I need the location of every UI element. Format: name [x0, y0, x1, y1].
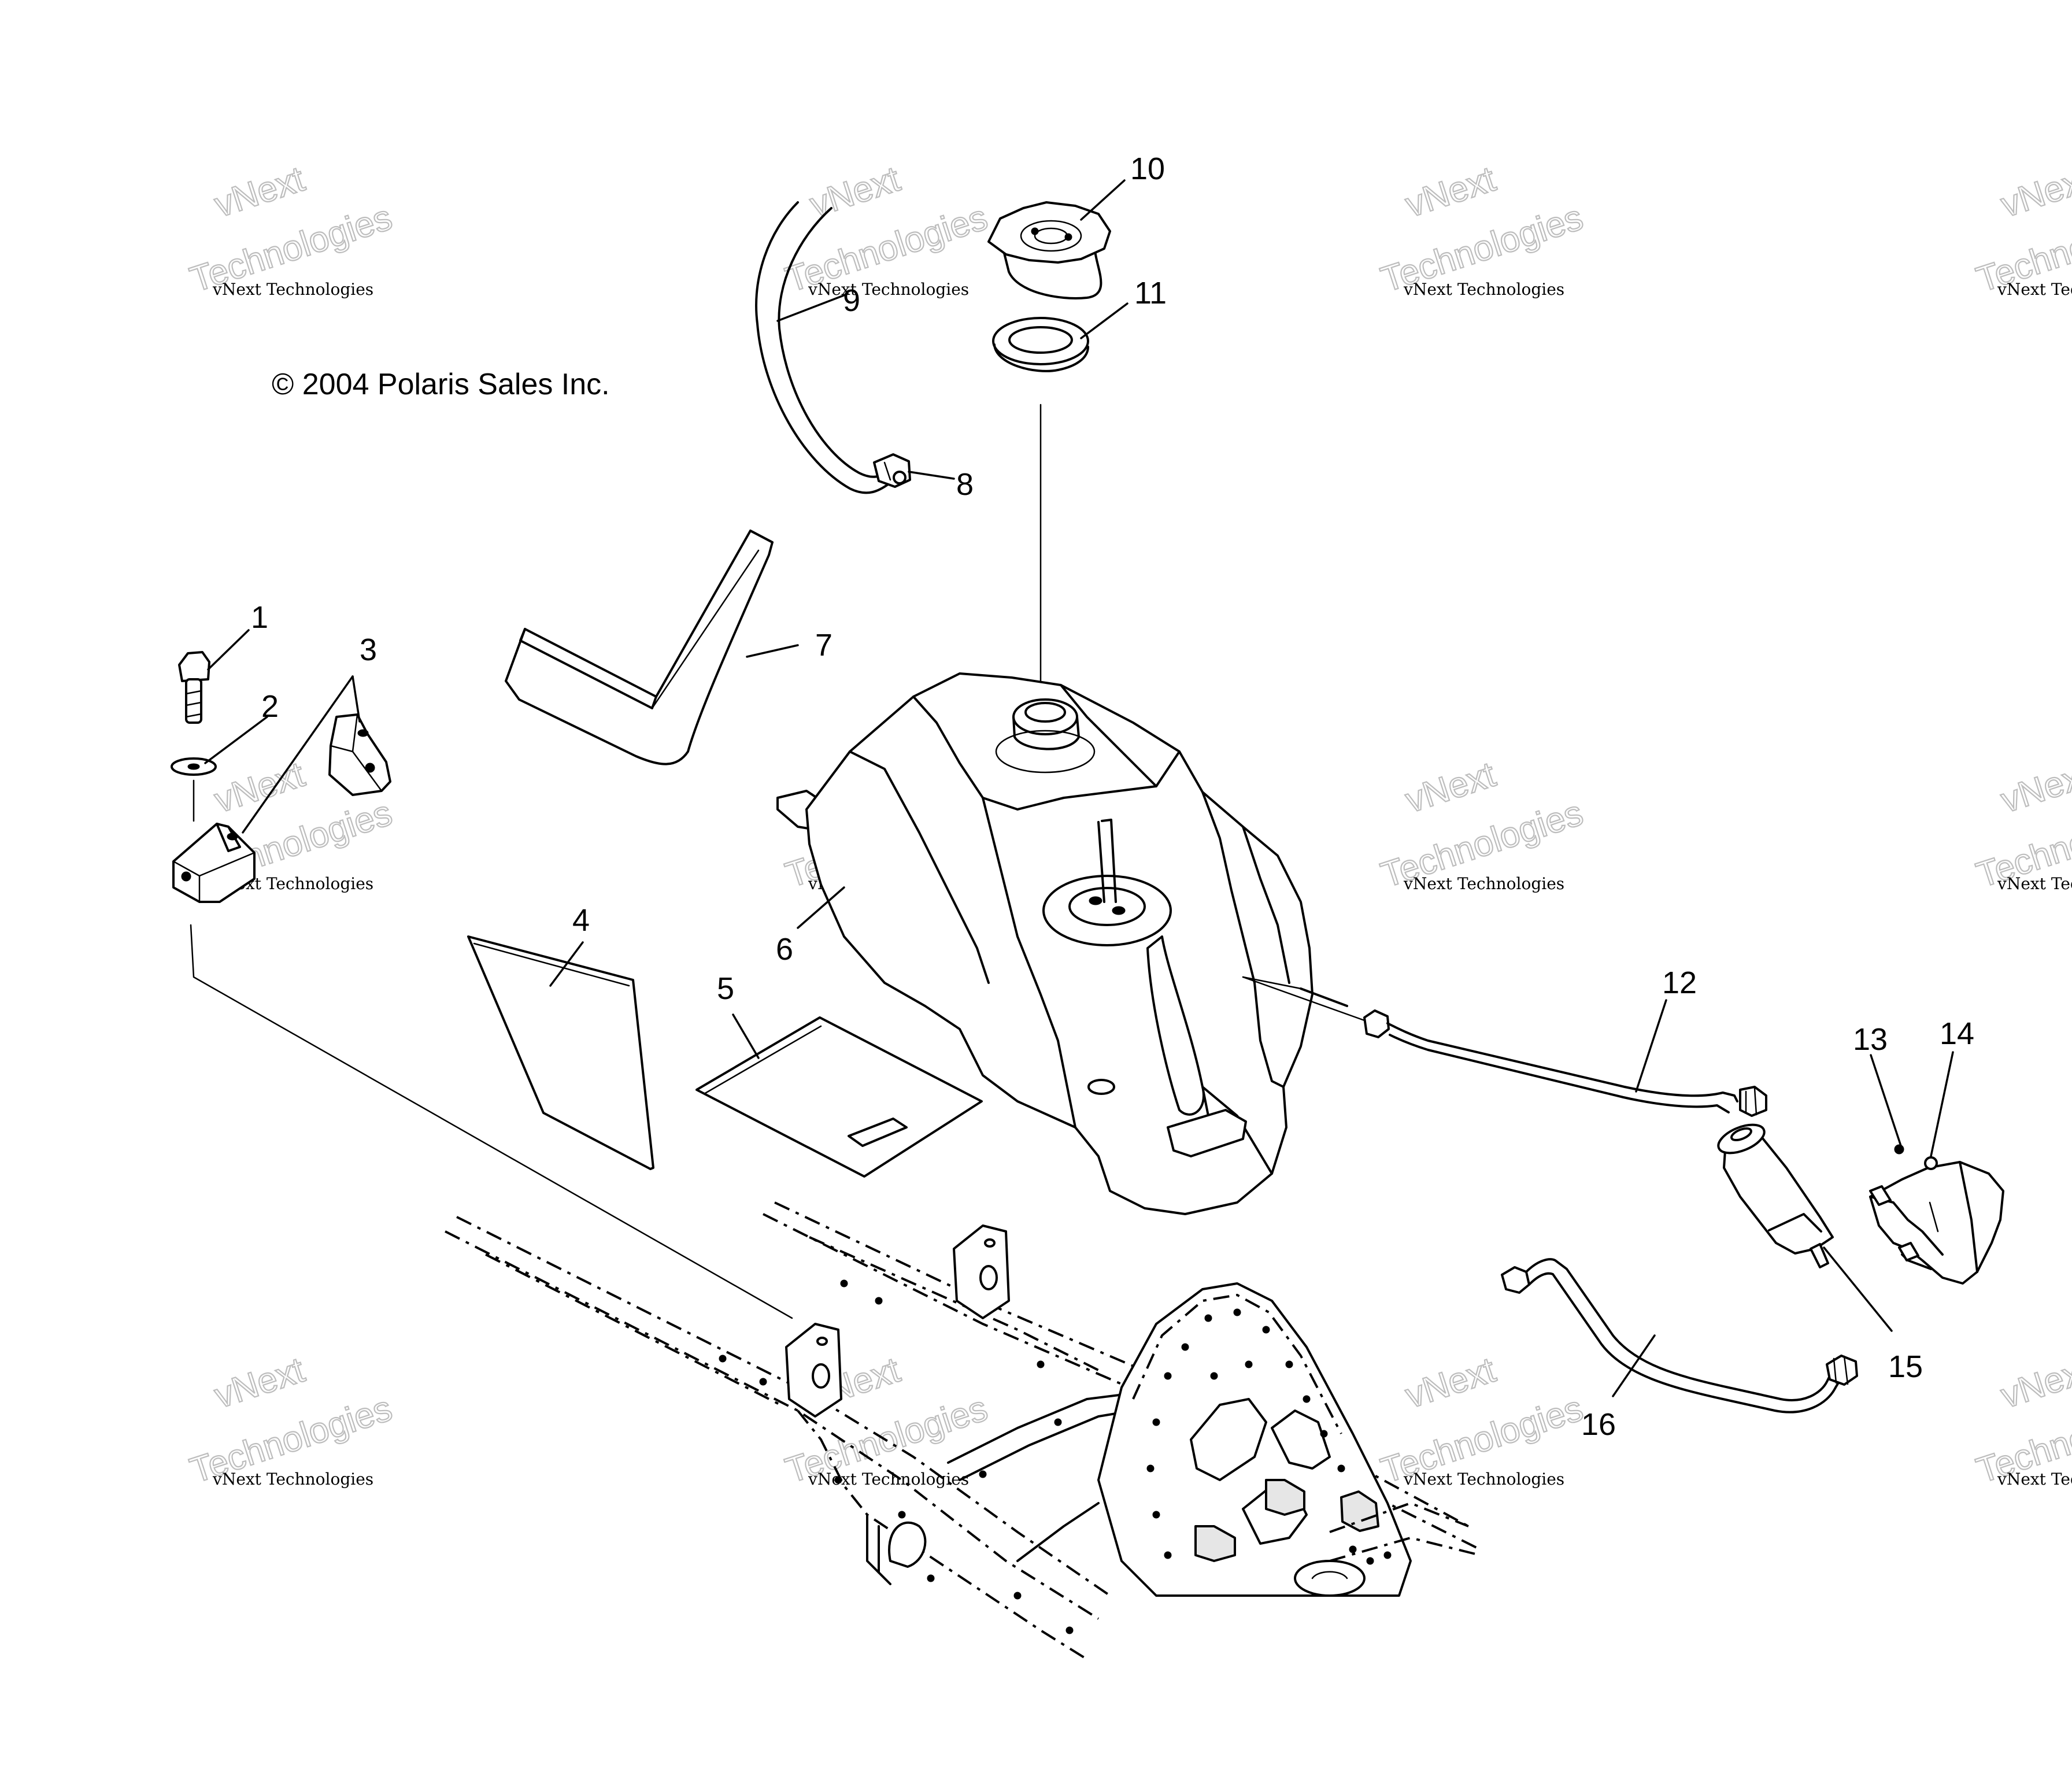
- part-16-fuel-line: [1501, 1258, 1858, 1414]
- watermark-text: vNext Technologies: [212, 1470, 373, 1489]
- callout-7: 7: [815, 628, 832, 663]
- watermark: vNext Technologies: [1376, 754, 1589, 896]
- watermark-text: vNext Technologies: [1403, 1470, 1564, 1489]
- watermark-top-word: vNext: [1401, 1350, 1500, 1416]
- watermark-text: vNext Technologies: [212, 280, 373, 299]
- part-2-washer: [171, 757, 217, 822]
- part-13-clamp-screw: [1894, 1144, 1938, 1170]
- watermark-text: vNext Technologies: [1997, 874, 2072, 893]
- chassis-frame: [445, 1201, 1481, 1660]
- callout-2: 2: [261, 689, 279, 724]
- assembly-line: [190, 924, 793, 1319]
- part-14-filter-clamp: [1869, 1161, 2004, 1285]
- watermark-text: vNext Technologies: [1403, 874, 1564, 893]
- watermark-top-word: vNext: [805, 159, 905, 225]
- watermark: vNext Technologies: [1376, 158, 1589, 301]
- watermark-top-word: vNext: [210, 754, 309, 821]
- callouts: 1 2 3 4 5 6 7 8 9 10 11 12 13 14 15 16: [251, 151, 1974, 1442]
- callout-13: 13: [1853, 1022, 1888, 1057]
- callout-4: 4: [572, 903, 590, 938]
- part-1-bolt: [178, 651, 210, 724]
- part-12-fuel-line: [1363, 1009, 1767, 1117]
- watermark-top-word: vNext: [1401, 159, 1500, 225]
- callout-6: 6: [776, 932, 793, 967]
- callout-3: 3: [360, 632, 377, 667]
- watermark-top-word: vNext: [1996, 159, 2072, 225]
- watermark: vNext Technologies: [780, 158, 993, 301]
- leader-lines: [204, 179, 1954, 1397]
- callout-5: 5: [717, 971, 734, 1006]
- callout-9: 9: [843, 283, 860, 318]
- callout-14: 14: [1940, 1016, 1974, 1051]
- part-5-pad: [695, 1016, 983, 1178]
- part-3-bracket-left: [172, 823, 256, 903]
- callout-16: 16: [1581, 1407, 1616, 1442]
- watermark: vNext Technologies: [1971, 754, 2072, 896]
- watermark-top-word: vNext: [1996, 754, 2072, 821]
- watermark-text: vNext Technologies: [1997, 280, 2072, 299]
- watermark: vNext Technologies: [185, 1349, 398, 1492]
- watermark-top-word: vNext: [210, 159, 309, 225]
- watermark-text: vNext Technologies: [808, 1470, 969, 1489]
- part-9-vent-hose: [755, 201, 891, 494]
- watermark-top-word: vNext: [1401, 754, 1500, 821]
- callout-12: 12: [1662, 965, 1697, 1000]
- part-7-foam-strip: [505, 530, 774, 765]
- part-6-fuel-tank: [776, 672, 1348, 1215]
- part-3-bracket-right: [328, 713, 391, 796]
- watermark-text: vNext Technologies: [1403, 280, 1564, 299]
- part-11-gasket: [992, 317, 1089, 372]
- watermark-top-word: vNext: [1996, 1350, 2072, 1416]
- callout-10: 10: [1130, 151, 1165, 186]
- callout-11: 11: [1134, 276, 1167, 310]
- part-8-vent-fitting: [873, 453, 911, 488]
- watermark-top-word: vNext: [210, 1350, 309, 1416]
- callout-8: 8: [956, 467, 974, 502]
- assembly-line: [1242, 976, 1366, 1022]
- part-15-fuel-filter: [1717, 1123, 1834, 1268]
- watermark: vNext Technologies: [185, 158, 398, 301]
- copyright-notice: © 2004 Polaris Sales Inc.: [272, 368, 610, 401]
- watermark: vNext Technologies: [1971, 158, 2072, 301]
- part-10-fuel-cap: [987, 201, 1111, 299]
- watermark-text: vNext Technologies: [808, 280, 969, 299]
- watermark: vNext Technologies: [1971, 1349, 2072, 1492]
- callout-15: 15: [1888, 1349, 1923, 1384]
- part-4-pad: [467, 935, 654, 1170]
- watermark: vNext Technologies: [1376, 1349, 1589, 1492]
- watermark-text: vNext Technologies: [1997, 1470, 2072, 1489]
- callout-1: 1: [251, 600, 268, 635]
